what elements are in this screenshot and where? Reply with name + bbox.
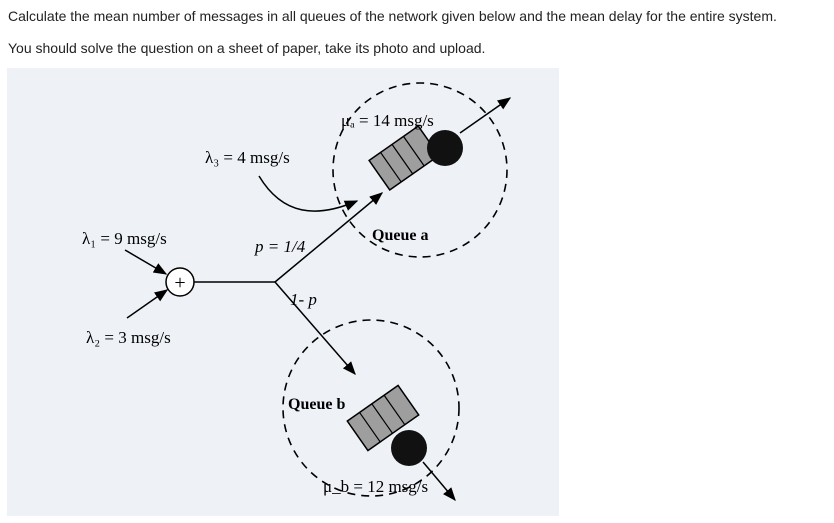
p-label: p = 1/4 <box>254 237 306 256</box>
sum-node-plus: + <box>174 272 185 294</box>
queue-a-label: Queue a <box>372 227 428 244</box>
server-a <box>427 130 463 166</box>
lambda3-label: λ₃ = 4 msg/s <box>205 148 290 167</box>
one-minus-p-label: 1- p <box>290 290 317 309</box>
server-b <box>391 430 427 466</box>
lambda1-label: λ₁ = 9 msg/s <box>82 229 167 248</box>
one-minus-p-branch-arrow <box>274 281 356 376</box>
lambda3-arrow <box>258 175 359 212</box>
lambda1-arrow <box>124 249 168 275</box>
queue-a-departure-arrow <box>459 97 512 134</box>
question-line-2: You should solve the question on a sheet… <box>8 40 486 56</box>
lambda2-label: λ₂ = 3 msg/s <box>86 328 171 347</box>
p-branch-arrow <box>274 192 384 283</box>
node-b-boundary <box>282 319 460 497</box>
node-a-boundary <box>332 82 508 258</box>
queue-b-label: Queue b <box>288 396 345 413</box>
queue-network-diagram: + λ₁ = 9 msg/s λ₂ = 3 msg/s λ₃ = 4 msg/s… <box>7 68 559 516</box>
lambda2-arrow <box>126 289 169 319</box>
question-line-1: Calculate the mean number of messages in… <box>8 8 777 24</box>
queue-b-buffer <box>346 384 420 452</box>
queue-b-departure-arrow <box>422 461 456 502</box>
mu-a-label: μₐ = 14 msg/s <box>341 111 434 130</box>
mu-b-label: μ_b = 12 msg/s <box>323 477 428 496</box>
